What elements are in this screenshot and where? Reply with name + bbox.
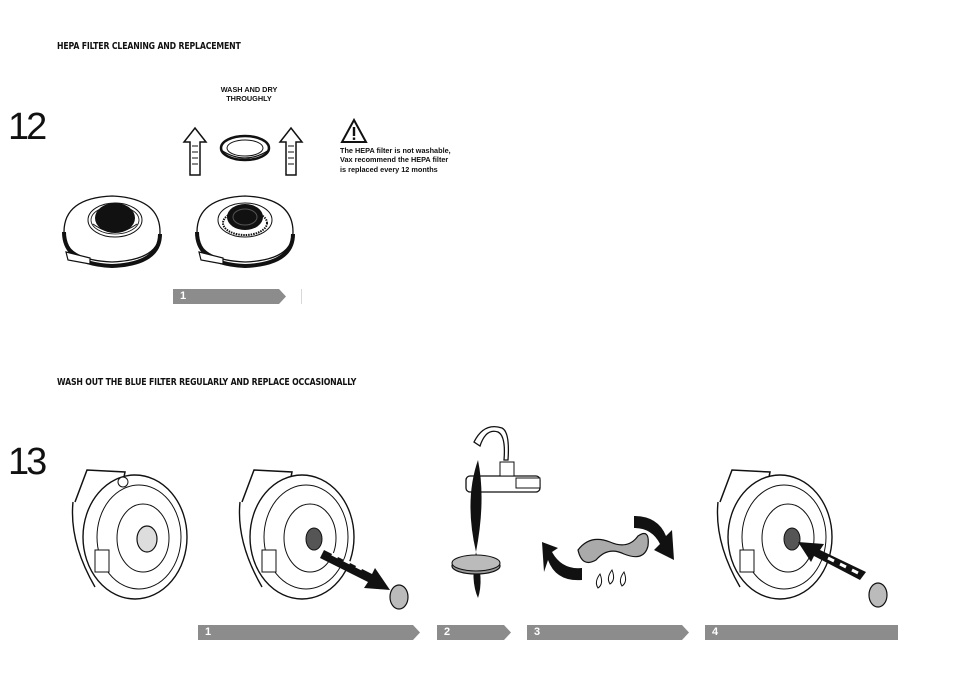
- section-13-step-bar-3: 3: [527, 625, 689, 640]
- hepa-warning: The HEPA filter is not washable, Vax rec…: [340, 117, 480, 174]
- left-arrow-icon: [798, 542, 866, 580]
- section-13-number: 13: [8, 441, 47, 483]
- warning-text: The HEPA filter is not washable, Vax rec…: [340, 146, 451, 174]
- vacuum-unit-remove-filter: [238, 469, 409, 610]
- wash-dry-caption: WASH AND DRY THROUGHLY: [220, 85, 278, 103]
- vacuum-unit-illustration: [71, 469, 188, 600]
- tap-washing-filter: [451, 425, 541, 598]
- hepa-filter-ring-illustration: [182, 126, 304, 176]
- vacuum-unit-insert-filter: [716, 469, 888, 608]
- hepa-ring: [219, 134, 271, 162]
- filter-housing-with-hepa: [62, 195, 162, 269]
- section-12-heading: HEPA FILTER CLEANING AND REPLACEMENT: [57, 41, 241, 52]
- section-13-heading: WASH OUT THE BLUE FILTER REGULARLY AND R…: [57, 377, 357, 388]
- section-13-step-bar-2: 2: [437, 625, 511, 640]
- filter-housing-without-hepa: [195, 195, 295, 269]
- section-13-step-bar-4: 4: [705, 625, 898, 640]
- section-12-step-bar-1: 1: [173, 289, 286, 304]
- divider: [301, 289, 302, 304]
- up-arrow-icon: [278, 126, 304, 176]
- section-13-step-bar-1: 1: [198, 625, 420, 640]
- up-arrow-icon: [182, 126, 208, 176]
- warning-triangle-icon: [340, 117, 368, 143]
- section-12-number: 12: [8, 106, 47, 148]
- right-arrow-icon: [320, 550, 390, 590]
- squeeze-filter-illustration: [542, 516, 674, 589]
